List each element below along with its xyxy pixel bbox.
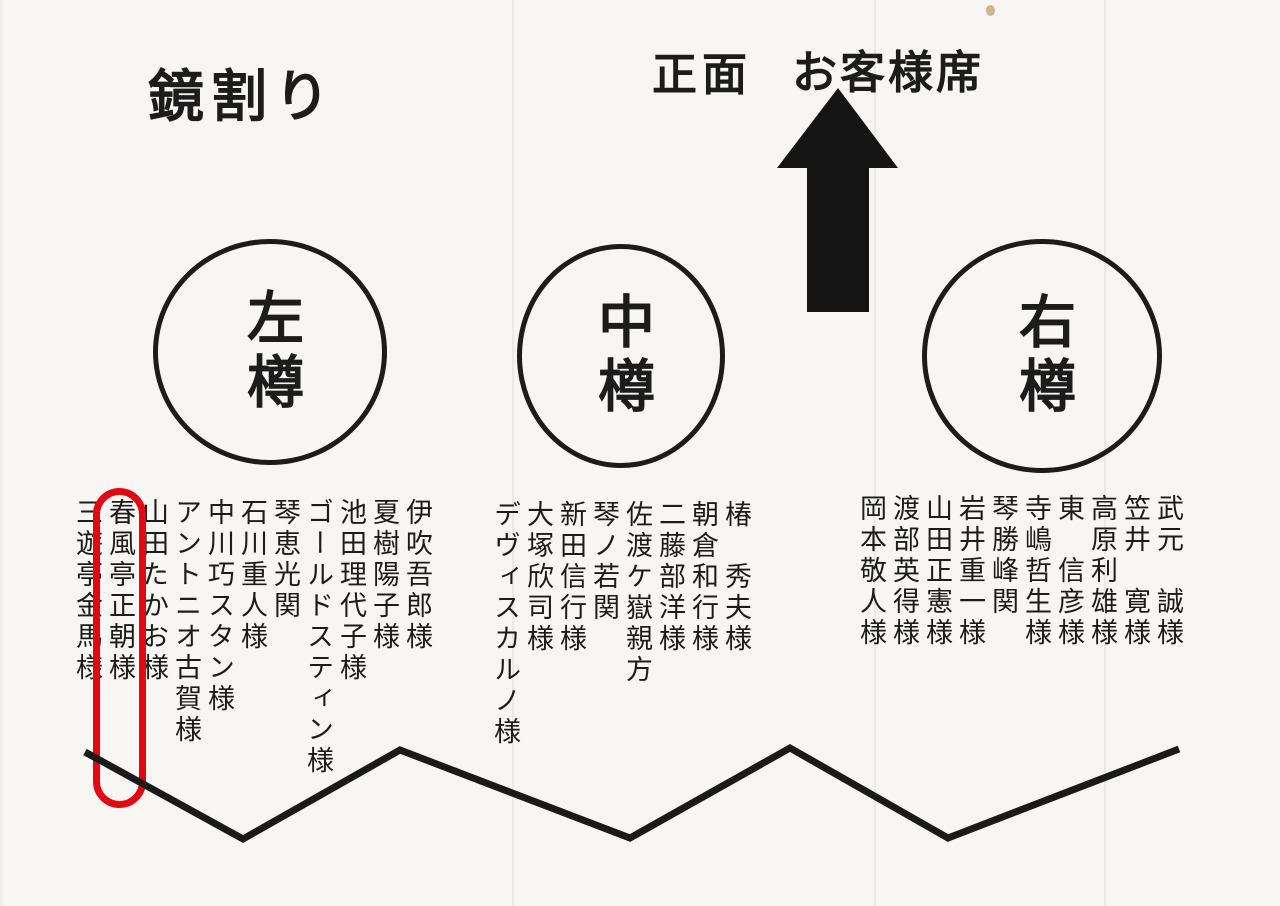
front-label: 正面: [652, 50, 753, 100]
paper-speck: [986, 5, 995, 16]
guest-name: 琴恵光関: [270, 498, 300, 622]
guest-name: 東 信彦様: [1054, 494, 1084, 649]
guest-name: 琴勝峰関: [988, 494, 1018, 618]
guest-name-highlighted: 春風亭正朝様: [93, 488, 146, 808]
page-title: 鏡割り: [148, 67, 337, 129]
guest-name: 石川重人様: [237, 498, 267, 653]
guest-name: 三遊亭金馬様: [72, 498, 102, 684]
center-barrel-circle: 中樽: [517, 244, 725, 468]
left-barrel-circle: 左樽: [153, 239, 387, 465]
guest-name: 椿 秀夫様: [721, 500, 751, 655]
guest-name: 大塚欣司様: [523, 500, 553, 655]
guest-name: 山田たかお様: [138, 498, 168, 684]
left-barrel-label: 左樽: [238, 288, 302, 416]
right-barrel-guest-list: 武元 誠様笠井 寛様高原利雄様東 信彦様寺嶋哲生様琴勝峰関岩井重一様山田正憲様渡…: [856, 494, 1184, 734]
guest-name: 新田信行様: [556, 500, 586, 655]
guest-name: 朝倉和行様: [688, 500, 718, 655]
guest-name: 岩井重一様: [955, 494, 985, 649]
guest-name: 夏樹陽子様: [369, 498, 399, 653]
guest-name: 佐渡ケ嶽親方: [622, 500, 652, 686]
guest-name: 池田理代子様: [336, 498, 366, 684]
audience-seats-label: お客様席: [792, 48, 985, 98]
guest-name: 武元 誠様: [1153, 494, 1183, 649]
center-barrel-guest-list: 椿 秀夫様朝倉和行様二藤部洋様佐渡ケ嶽親方琴ノ若関新田信行様大塚欣司様デヴィスカ…: [480, 500, 752, 780]
left-barrel-guest-list: 伊吹吾郎様夏樹陽子様池田理代子様ゴールドスティン様琴恵光関石川重人様中川巧スタン…: [70, 488, 433, 808]
guest-name: 山田正憲様: [922, 494, 952, 649]
guest-name: 岡本敬人様: [856, 494, 886, 649]
guest-name: 琴ノ若関: [589, 500, 619, 624]
guest-name: 笠井 寛様: [1120, 494, 1150, 649]
paper-crease: [512, 0, 514, 906]
center-barrel-label: 中樽: [589, 292, 653, 420]
guest-name: 伊吹吾郎様: [402, 498, 432, 653]
guest-name: 二藤部洋様: [655, 500, 685, 655]
guest-name: アントニオ古賀様: [171, 498, 201, 746]
guest-name: デヴィスカルノ様: [490, 500, 520, 748]
guest-name: 渡部英得様: [889, 494, 919, 649]
guest-name: ゴールドスティン様: [303, 498, 333, 777]
guest-name: 中川巧スタン様: [204, 498, 234, 715]
guest-name: 高原利雄様: [1087, 494, 1117, 649]
paper-crease: [874, 0, 876, 906]
right-barrel-label: 右樽: [1010, 292, 1074, 420]
guest-name: 寺嶋哲生様: [1021, 494, 1051, 649]
right-barrel-circle: 右樽: [922, 239, 1162, 473]
